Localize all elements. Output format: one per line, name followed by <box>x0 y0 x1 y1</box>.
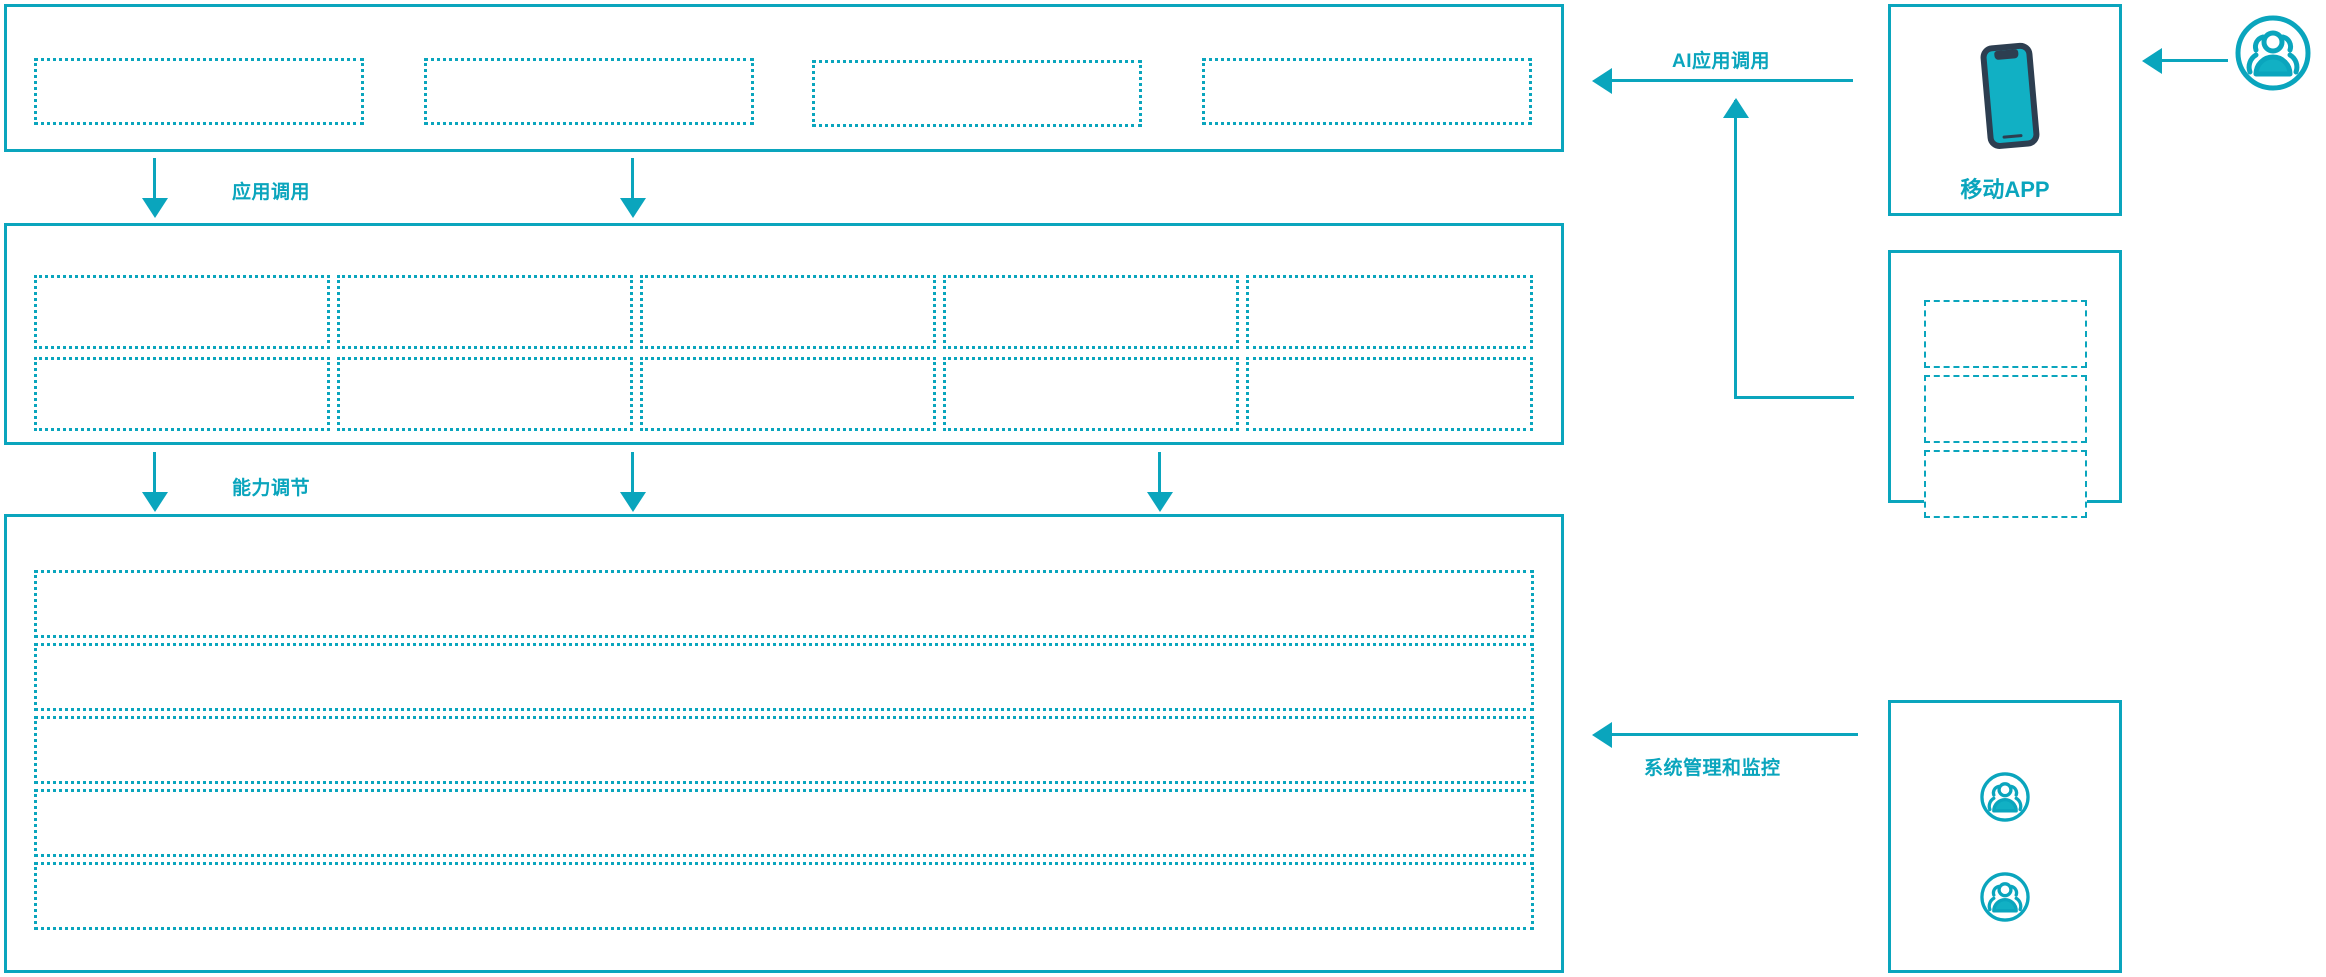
system-management-line <box>1610 733 1858 736</box>
external-user-to-app-arrow-head <box>2142 48 2162 74</box>
infrastructure-row-2[interactable] <box>34 643 1534 711</box>
ai-app-call-line <box>1610 79 1853 82</box>
capability-adjust-arrow-line-2 <box>631 452 634 496</box>
capability-box-r1c3[interactable] <box>640 275 936 349</box>
web-console-box-2[interactable] <box>1924 375 2087 443</box>
capability-box-r1c1[interactable] <box>34 275 330 349</box>
ai-app-call-arrow-head <box>1592 68 1612 94</box>
capability-adjust-arrow-line-1 <box>153 452 156 496</box>
capability-adjust-arrow-line-3 <box>1158 452 1161 496</box>
operations-users-panel[interactable] <box>1888 700 2122 973</box>
application-box-4[interactable] <box>1202 58 1532 125</box>
application-box-3[interactable] <box>812 60 1142 127</box>
system-management-label: 系统管理和监控 <box>1644 758 1781 779</box>
operations-user-people-icon-2 <box>1978 870 2032 929</box>
infrastructure-row-4[interactable] <box>34 789 1534 857</box>
capability-box-r1c5[interactable] <box>1246 275 1533 349</box>
app-call-arrow-head-2 <box>620 198 646 218</box>
application-box-1[interactable] <box>34 58 364 125</box>
capability-box-r2c2[interactable] <box>337 357 633 431</box>
capability-box-r2c5[interactable] <box>1246 357 1533 431</box>
system-management-arrow-head <box>1592 722 1612 748</box>
capability-adjust-label: 能力调节 <box>232 478 311 499</box>
web-console-box-3[interactable] <box>1924 450 2087 518</box>
middle-panel-connector-horizontal <box>1734 396 1854 399</box>
capability-adjust-arrow-head-1 <box>142 492 168 512</box>
app-call-arrow-line-1 <box>153 158 156 202</box>
infrastructure-row-1[interactable] <box>34 570 1534 638</box>
ai-app-call-label: AI应用调用 <box>1672 51 1771 72</box>
capability-adjust-arrow-head-2 <box>620 492 646 512</box>
capability-box-r1c4[interactable] <box>943 275 1239 349</box>
app-call-arrow-head-1 <box>142 198 168 218</box>
capability-box-r2c3[interactable] <box>640 357 936 431</box>
capability-adjust-arrow-head-3 <box>1147 492 1173 512</box>
app-call-arrow-line-2 <box>631 158 634 202</box>
operations-user-people-icon-1 <box>1978 770 2032 829</box>
app-call-label: 应用调用 <box>232 182 311 203</box>
capability-box-r2c4[interactable] <box>943 357 1239 431</box>
application-box-2[interactable] <box>424 58 754 125</box>
capability-box-r2c1[interactable] <box>34 357 330 431</box>
mobile-app-panel[interactable]: 移动APP <box>1888 4 2122 216</box>
capability-box-r1c2[interactable] <box>337 275 633 349</box>
infrastructure-row-5[interactable] <box>34 862 1534 930</box>
external-user-to-app-line <box>2160 59 2228 62</box>
middle-panel-connector-arrow-head <box>1723 98 1749 118</box>
mobile-app-caption: 移动APP <box>1960 177 2050 202</box>
mobile-phone-icon <box>1961 37 2057 160</box>
external-user-people-icon <box>2232 12 2314 99</box>
middle-panel-connector-vertical <box>1734 100 1737 399</box>
web-console-box-1[interactable] <box>1924 300 2087 368</box>
infrastructure-row-3[interactable] <box>34 716 1534 784</box>
